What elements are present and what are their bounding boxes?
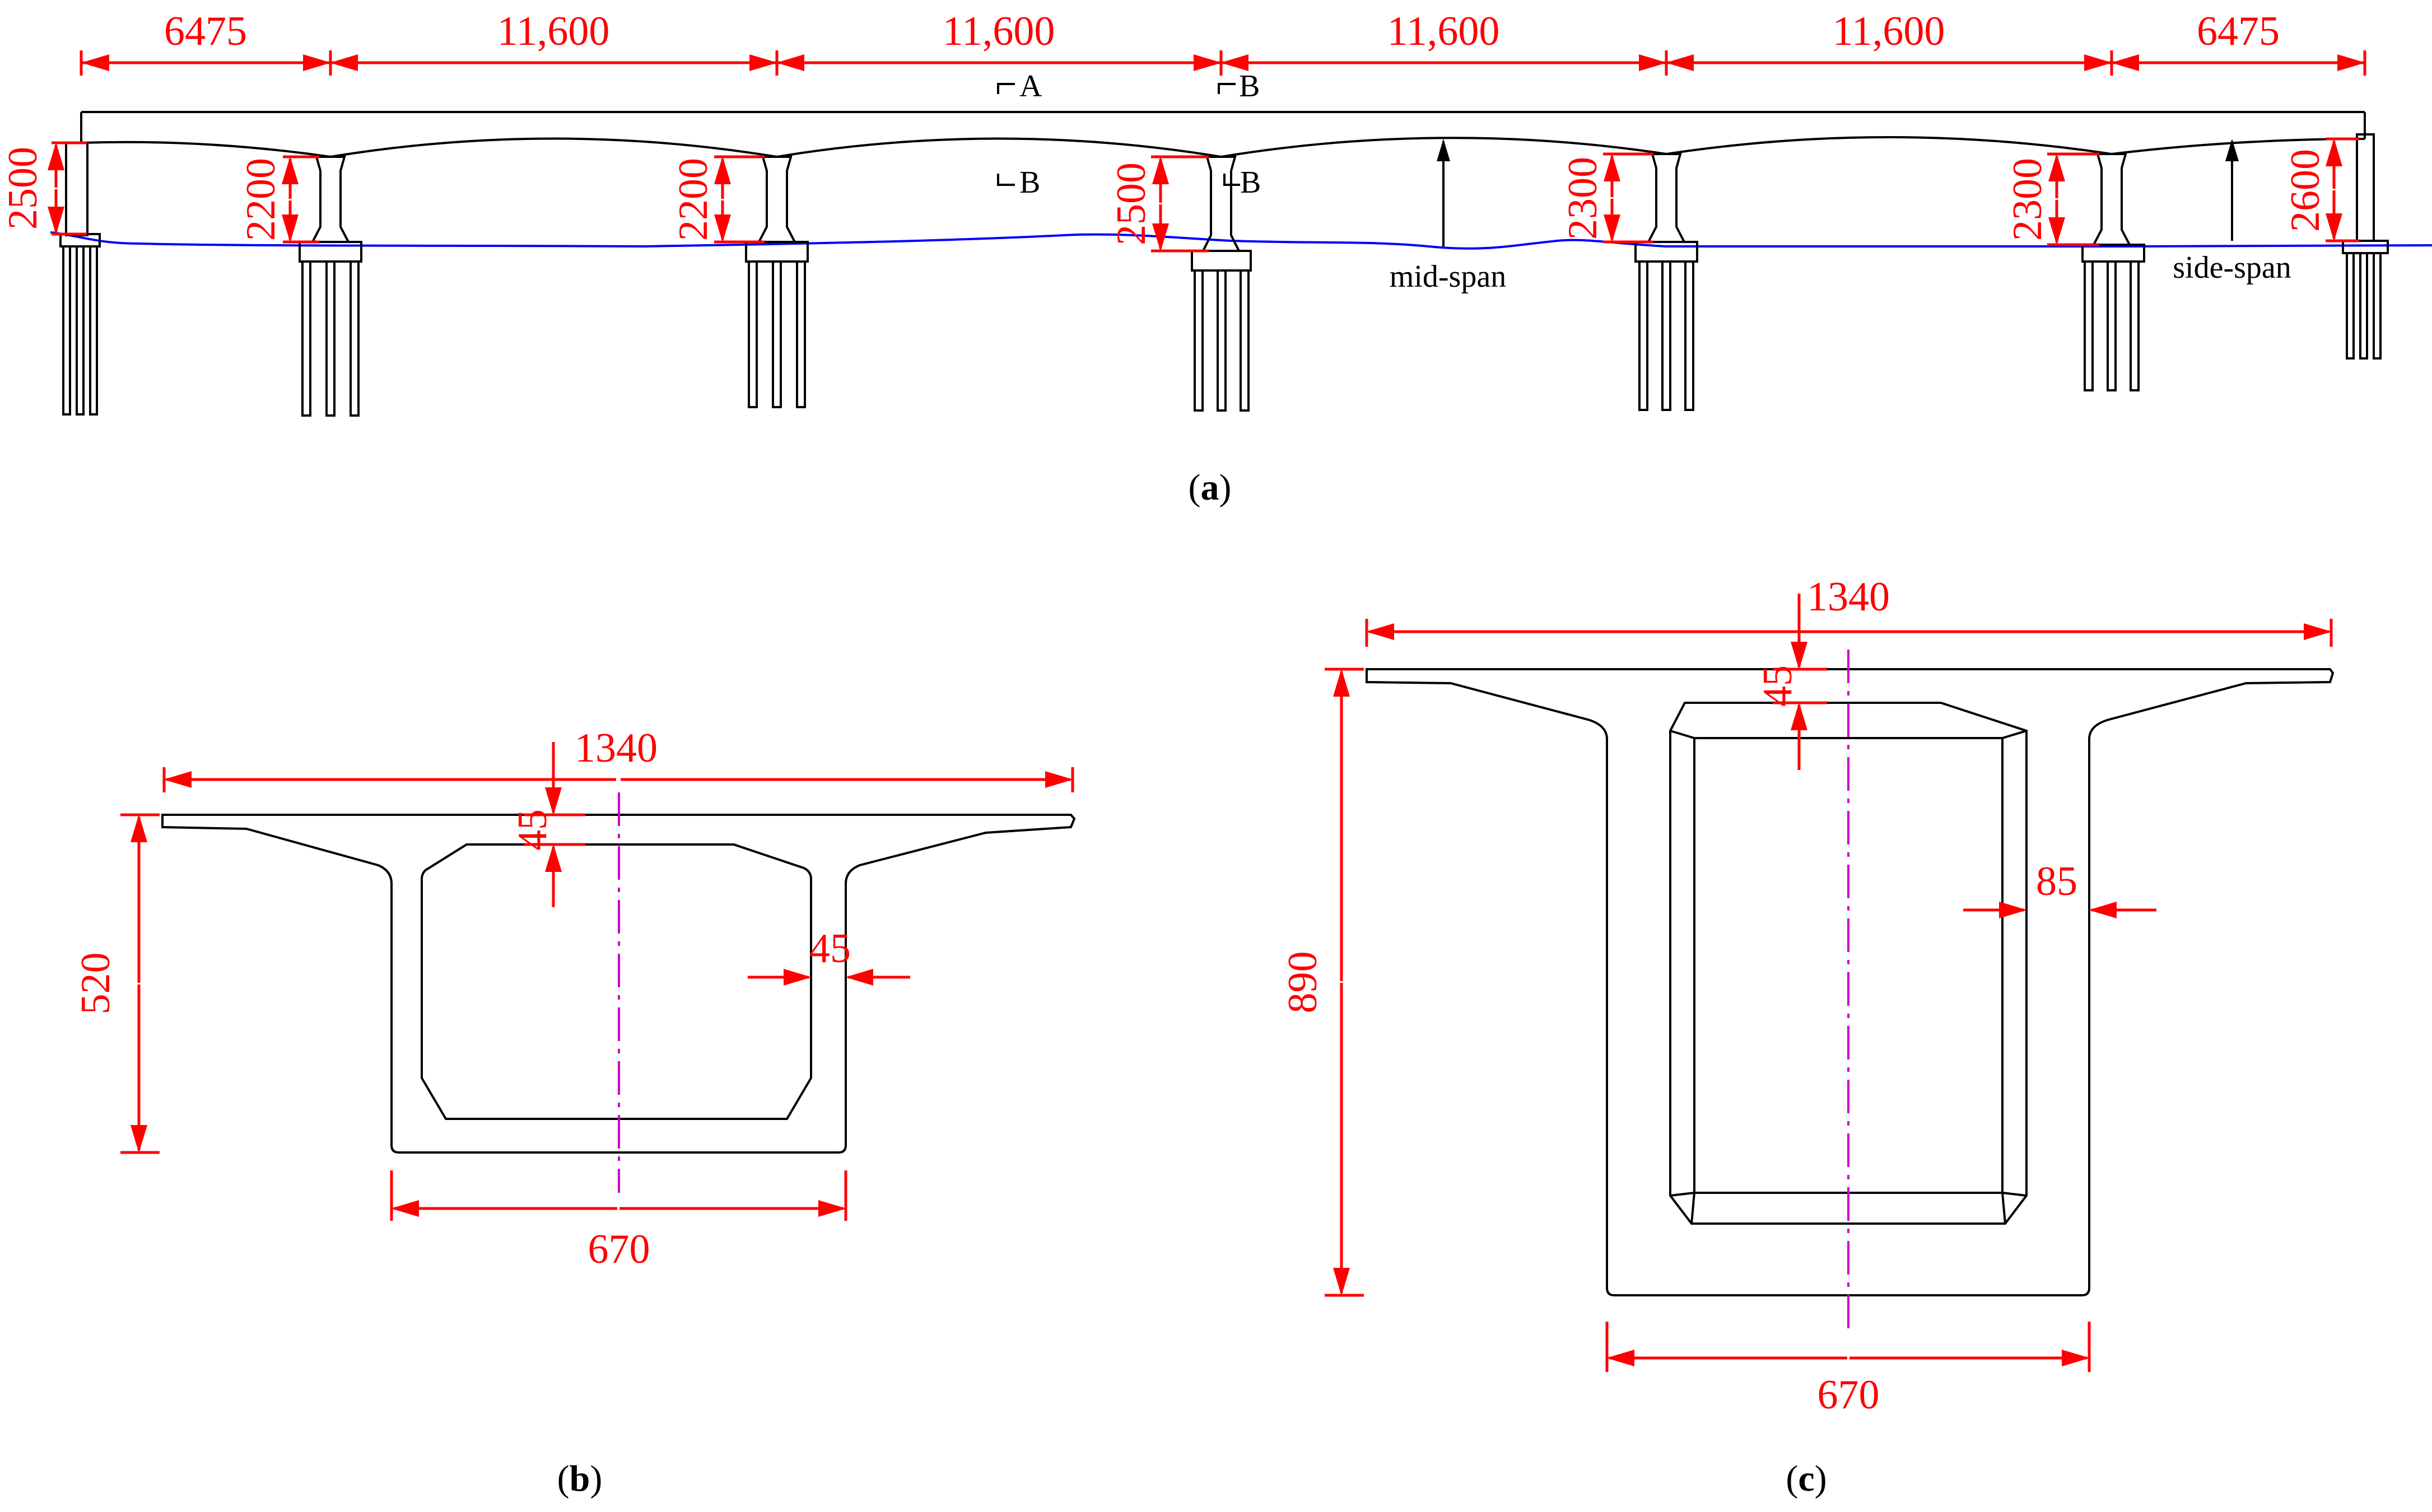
- section-a-height: 520: [73, 953, 119, 1015]
- height-label-pier-4: 2300: [1560, 157, 1606, 240]
- section-b-top-slab: 45: [1755, 665, 1801, 707]
- section-mark-b-top: B: [1239, 69, 1260, 104]
- height-label-pier-1: 2200: [238, 158, 284, 241]
- section-a-view: 1340 670 520 45 45 (b): [73, 725, 1076, 1499]
- section-cut-marks: [997, 83, 1240, 186]
- height-dim-lines: [48, 137, 2359, 253]
- section-mark-b-bottom-2: B: [1240, 165, 1261, 200]
- section-a-outer: [161, 814, 1076, 1154]
- span-label-1: 6475: [164, 8, 247, 54]
- height-label-pier-5: 2300: [2005, 158, 2051, 241]
- section-a-dim-lines: [120, 742, 1074, 1221]
- section-a-web: 45: [809, 926, 851, 972]
- elevation-view: 6475 11,600 11,600 11,600 11,600 6475: [0, 8, 2432, 508]
- section-mark-b-bottom-1: B: [1019, 165, 1040, 200]
- side-span-label: side-span: [2173, 250, 2291, 285]
- caption-b: (b): [557, 1458, 603, 1499]
- section-a-top-slab: 45: [510, 809, 556, 851]
- water-line: [50, 231, 2432, 250]
- section-b-dim-lines: [1325, 594, 2333, 1372]
- height-label-right-abutment: 2600: [2282, 149, 2328, 232]
- section-b-web: 85: [2036, 858, 2077, 904]
- section-mark-a: A: [1019, 69, 1042, 104]
- span-label-5: 11,600: [1833, 8, 1945, 54]
- height-label-left-abutment: 2500: [0, 147, 46, 230]
- pier-2: [745, 156, 809, 408]
- span-label-2: 11,600: [497, 8, 610, 54]
- girder: [80, 111, 2366, 158]
- section-a-inner: [421, 843, 812, 1120]
- section-b-top-width: 1340: [1807, 574, 1890, 620]
- section-b-inner-chamfers: [1670, 730, 2027, 1224]
- section-b-bottom-width: 670: [1818, 1372, 1880, 1418]
- span-annotation-arrows: [1437, 139, 2239, 246]
- pier-4: [1634, 153, 1698, 411]
- section-a-top-width: 1340: [575, 725, 658, 771]
- section-b-outer: [1366, 668, 2335, 1296]
- caption-c: (c): [1786, 1458, 1827, 1499]
- caption-a: (a): [1189, 467, 1232, 508]
- pier-3: [1191, 156, 1252, 412]
- height-label-pier-3: 2500: [1108, 162, 1154, 245]
- height-label-pier-2: 2200: [670, 158, 716, 241]
- section-b-view: 1340 670 890 45 85 (c): [1280, 574, 2335, 1499]
- section-b-height: 890: [1280, 951, 1326, 1014]
- span-label-4: 11,600: [1387, 8, 1500, 54]
- right-abutment: [2342, 133, 2389, 360]
- left-abutment: [59, 142, 101, 416]
- span-dimension-line: [80, 50, 2366, 76]
- mid-span-label: mid-span: [1390, 259, 1506, 294]
- span-label-3: 11,600: [943, 8, 1055, 54]
- span-label-6: 6475: [2197, 8, 2280, 54]
- section-a-bottom-width: 670: [588, 1226, 650, 1272]
- pier-5: [2081, 153, 2145, 391]
- pier-1: [299, 156, 362, 417]
